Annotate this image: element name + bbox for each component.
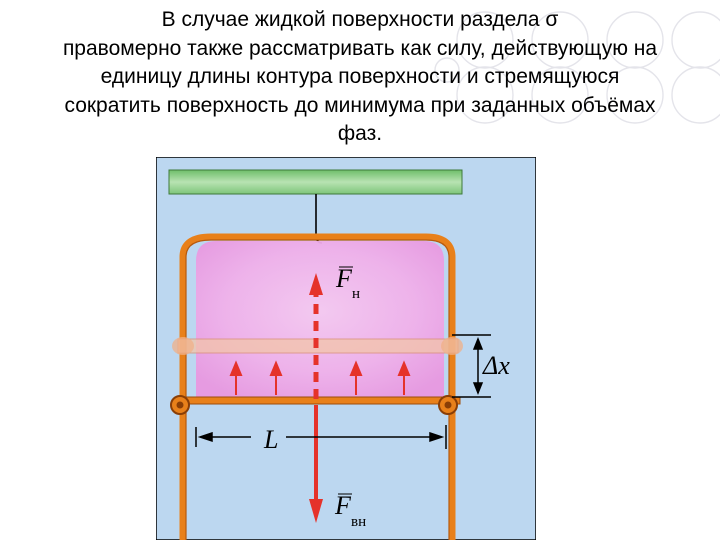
- surface-tension-frame-diagram: F н F вн Δx L: [156, 157, 536, 540]
- force-fn-arrow: [309, 273, 323, 399]
- label-fn-letter: F: [335, 264, 353, 293]
- slide-text: В случае жидкой поверхности раздела σ пр…: [0, 6, 720, 149]
- label-fvn-letter: F: [334, 491, 352, 520]
- text-line-4: сократить поверхность до минимума при за…: [64, 93, 656, 117]
- dx-dimension: [452, 334, 491, 398]
- text-line-2: правомерно также рассматривать как силу,…: [62, 36, 658, 60]
- label-fn-sub: н: [352, 286, 360, 302]
- bar-ring-left-initial: [172, 337, 194, 355]
- label-l: L: [263, 425, 278, 454]
- label-dx: Δx: [482, 351, 510, 380]
- text-line-5: фаз.: [337, 122, 383, 145]
- bar-ring-right-hole: [444, 401, 452, 409]
- tension-arrows-small: [229, 360, 411, 395]
- text-line-1: В случае жидкой поверхности раздела σ: [161, 8, 559, 31]
- bar-ring-left-hole: [176, 401, 184, 409]
- ceiling-plate: [168, 169, 463, 195]
- l-dimension: [195, 425, 447, 449]
- force-fvn-arrow: [309, 405, 323, 523]
- wire-frame: [179, 233, 456, 540]
- bar-ring-right-initial: [441, 337, 463, 355]
- text-line-3: единицу длины контура поверхности и стре…: [100, 65, 620, 88]
- soap-film: [196, 241, 444, 397]
- label-fvn-sub: вн: [351, 514, 366, 530]
